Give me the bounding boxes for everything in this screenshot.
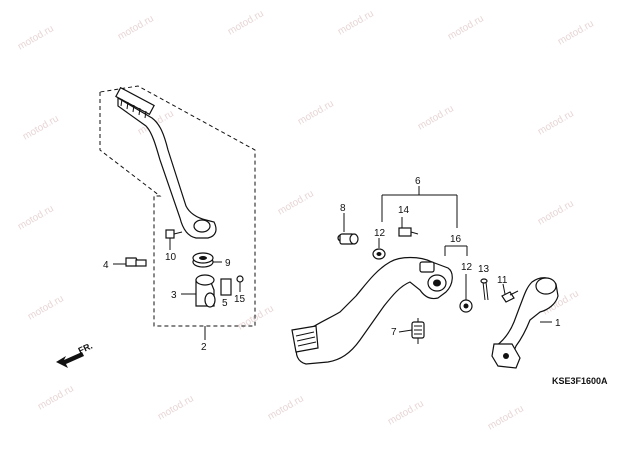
collar-9-icon[interactable]	[192, 252, 214, 268]
watermark-text: motod.ru	[16, 23, 56, 52]
direction-label: FR.	[77, 341, 94, 356]
gearshift-pedal[interactable]	[491, 277, 559, 369]
front-direction-arrow: FR.	[56, 341, 94, 368]
watermark-text: motod.ru	[336, 8, 376, 37]
return-spring-7-icon[interactable]	[411, 318, 425, 344]
watermark-text: motod.ru	[26, 293, 66, 322]
watermark-text: motod.ru	[416, 103, 456, 132]
callout-13: 13	[478, 264, 490, 275]
ball-15-icon[interactable]	[236, 275, 244, 283]
watermark-text: motod.ru	[36, 383, 76, 412]
callout-2: 2	[201, 342, 207, 353]
callout-4: 4	[103, 260, 109, 271]
watermark-text: motod.ru	[156, 393, 196, 422]
callout-15: 15	[234, 294, 246, 305]
watermark-text: motod.ru	[116, 13, 156, 42]
watermark-text: motod.ru	[536, 108, 576, 137]
watermark-text: motod.ru	[276, 188, 316, 217]
callout-10: 10	[165, 252, 177, 263]
brake-pedal[interactable]	[291, 256, 453, 365]
leader-line	[398, 329, 413, 333]
watermark-text: motod.ru	[446, 13, 486, 42]
callout-bracket-16	[444, 245, 468, 256]
callout-7: 7	[391, 327, 397, 338]
callout-16: 16	[450, 234, 462, 245]
callout-14: 14	[398, 205, 410, 216]
watermark-text: motod.ru	[556, 18, 596, 47]
callout-12-right: 12	[461, 262, 473, 273]
callout-1: 1	[555, 318, 561, 329]
callout-bracket-6	[381, 186, 458, 228]
bolt-8-icon[interactable]	[337, 233, 359, 245]
callout-5: 5	[222, 298, 228, 309]
watermark-text: motod.ru	[386, 398, 426, 427]
kick-starter-arm[interactable]	[115, 86, 217, 239]
callout-6: 6	[415, 176, 421, 187]
bolt-10-icon[interactable]	[165, 229, 183, 239]
spring-5-icon[interactable]	[220, 278, 232, 296]
cotter-pin-13-icon[interactable]	[480, 278, 489, 301]
oil-seal-12-right-icon[interactable]	[459, 299, 473, 313]
watermark-text: motod.ru	[16, 203, 56, 232]
oil-seal-12-icon[interactable]	[372, 248, 386, 260]
watermark-text: motod.ru	[226, 8, 266, 37]
kick-pinion-3-icon[interactable]	[195, 274, 216, 308]
bolt-11-icon[interactable]	[501, 290, 519, 303]
bolt-4-icon[interactable]	[125, 257, 147, 267]
watermark-text: motod.ru	[236, 303, 276, 332]
watermark-layer: motod.ru motod.ru motod.ru motod.ru moto…	[16, 8, 596, 432]
callout-11: 11	[497, 275, 508, 286]
kick-starter-assembly-outline	[99, 85, 256, 327]
watermark-text: motod.ru	[296, 98, 336, 127]
leader-line	[502, 283, 506, 295]
callout-3: 3	[171, 290, 177, 301]
watermark-text: motod.ru	[21, 113, 61, 142]
callout-8: 8	[340, 203, 346, 214]
watermark-text: motod.ru	[536, 198, 576, 227]
watermark-text: motod.ru	[266, 393, 306, 422]
diagram-code: KSE3F1600A	[552, 376, 608, 386]
watermark-text: motod.ru	[486, 403, 526, 432]
pin-14-icon[interactable]	[398, 227, 419, 237]
callout-9: 9	[225, 258, 231, 269]
callout-12: 12	[374, 228, 386, 239]
